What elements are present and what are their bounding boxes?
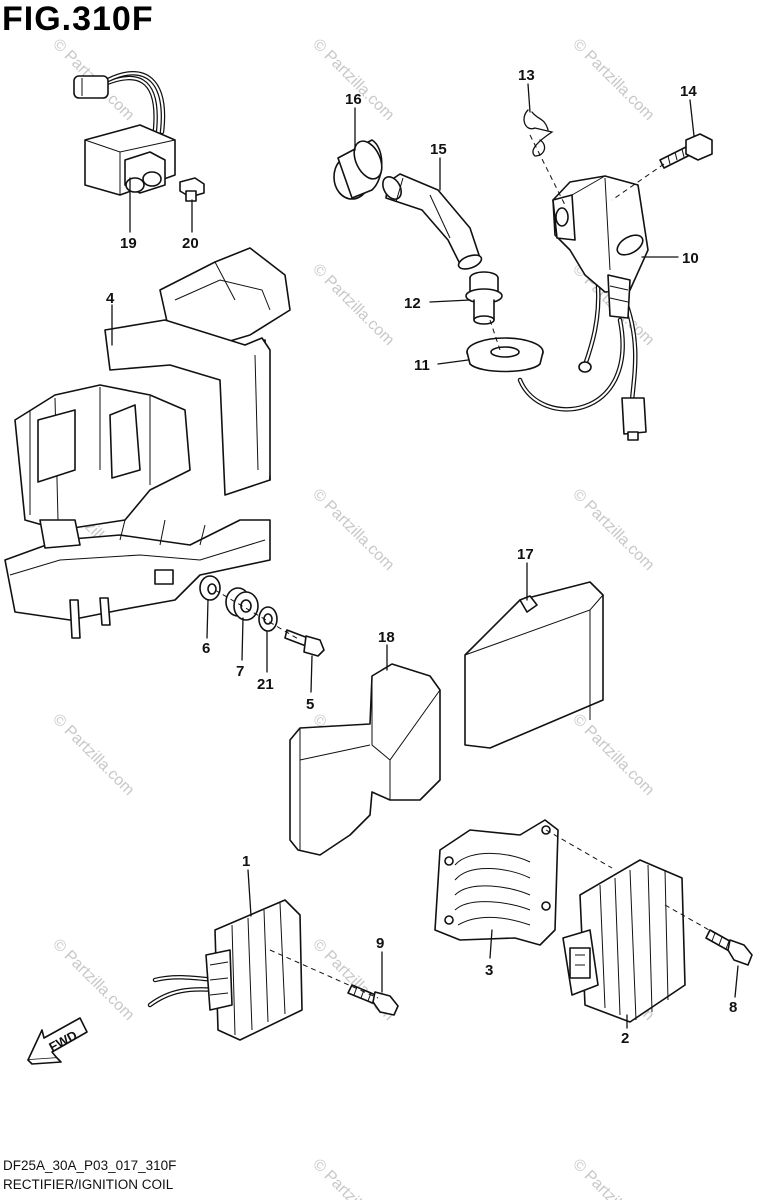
fwd-direction-arrow: FWD — [27, 1017, 88, 1065]
watermark-text: © Partzilla.com — [309, 486, 397, 574]
callout-14: 14 — [680, 83, 697, 100]
part-3-gasket — [434, 819, 559, 946]
watermark-text: © Partzilla.com — [569, 36, 657, 124]
watermark-text: © Partzilla.com — [309, 1156, 397, 1200]
figure-caption: RECTIFIER/IGNITION COIL — [3, 1177, 174, 1192]
callout-12: 12 — [404, 295, 421, 312]
callout-1: 1 — [242, 853, 250, 870]
part-16-cap — [333, 139, 383, 200]
leader-lines — [111, 83, 739, 1029]
part-19-relay — [73, 70, 176, 196]
fwd-label: FWD — [46, 1028, 79, 1055]
callout-18: 18 — [378, 629, 395, 646]
part-9-bolt — [347, 984, 399, 1016]
part-2-regulator — [562, 859, 686, 1023]
part-12-bushing — [465, 271, 503, 325]
callout-2: 2 — [621, 1030, 629, 1047]
part-10-ignition-coil — [517, 175, 649, 441]
part-17-control-unit — [464, 581, 604, 749]
callout-13: 13 — [518, 67, 535, 84]
part-8-bolt — [705, 929, 753, 966]
watermark-text: © Partzilla.com — [49, 936, 137, 1024]
callout-6: 6 — [202, 640, 210, 657]
part-15-plug-cap — [382, 173, 483, 270]
watermark-text: © Partzilla.com — [569, 711, 657, 799]
watermark-text: © Partzilla.com — [49, 711, 137, 799]
callout-10: 10 — [682, 250, 699, 267]
watermark-text: © Partzilla.com — [309, 36, 397, 124]
part-14-bolt — [659, 133, 713, 169]
callout-11: 11 — [414, 357, 430, 374]
watermark-text: © Partzilla.com — [569, 1156, 657, 1200]
part-18-rubber-mount — [289, 663, 441, 856]
callout-4: 4 — [106, 290, 115, 307]
callout-7: 7 — [236, 663, 244, 680]
callout-5: 5 — [306, 696, 314, 713]
part-11-seal — [466, 337, 544, 373]
figure-title: FIG.310F — [2, 0, 154, 38]
callout-8: 8 — [729, 999, 737, 1016]
callout-15: 15 — [430, 141, 447, 158]
watermark-text: © Partzilla.com — [569, 486, 657, 574]
part-1-rectifier — [147, 899, 303, 1041]
callout-19: 19 — [120, 235, 137, 252]
part-13-clip — [523, 109, 554, 157]
part-7-collar — [225, 587, 259, 621]
callout-17: 17 — [517, 546, 534, 563]
part-21-washer — [258, 606, 278, 632]
part-20-bolt — [179, 177, 205, 202]
part-5-bolt — [284, 629, 325, 657]
callout-3: 3 — [485, 962, 493, 979]
part-4-electrical-bracket — [4, 247, 291, 639]
callout-labels: 1 2 3 4 5 6 7 8 9 10 11 12 13 14 15 16 1… — [106, 67, 737, 1047]
callout-20: 20 — [182, 235, 199, 252]
callout-9: 9 — [376, 935, 384, 952]
callout-21: 21 — [257, 676, 274, 693]
watermark-text: © Partzilla.com — [309, 261, 397, 349]
part-6-grommet — [199, 575, 221, 601]
callout-16: 16 — [345, 91, 362, 108]
figure-code: DF25A_30A_P03_017_310F — [3, 1158, 176, 1173]
